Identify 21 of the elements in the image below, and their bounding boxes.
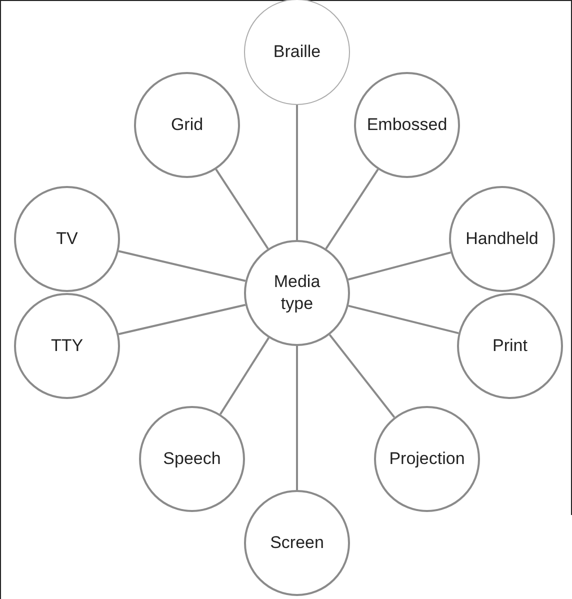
connector-line	[328, 334, 396, 418]
node-label: TV	[55, 228, 79, 250]
node-label: Print	[492, 334, 528, 357]
node-label: Media type	[272, 270, 322, 315]
connector-line	[296, 105, 298, 240]
node-label: Screen	[269, 532, 325, 554]
node-label: Embossed	[366, 114, 448, 136]
connector-line	[348, 252, 451, 280]
node-label: Speech	[162, 448, 222, 470]
connector-line	[118, 250, 246, 282]
node-label: TTY	[50, 334, 84, 357]
connector-line	[296, 346, 298, 490]
node-label: Projection	[388, 448, 466, 470]
connector-line	[215, 168, 269, 250]
connector-line	[219, 337, 270, 415]
node-label: Grid	[170, 114, 204, 136]
connector-line	[118, 304, 246, 336]
connector-line	[325, 168, 379, 250]
node-label: Braille	[272, 40, 322, 63]
node-label: Handheld	[464, 228, 540, 250]
connector-line	[348, 304, 459, 334]
